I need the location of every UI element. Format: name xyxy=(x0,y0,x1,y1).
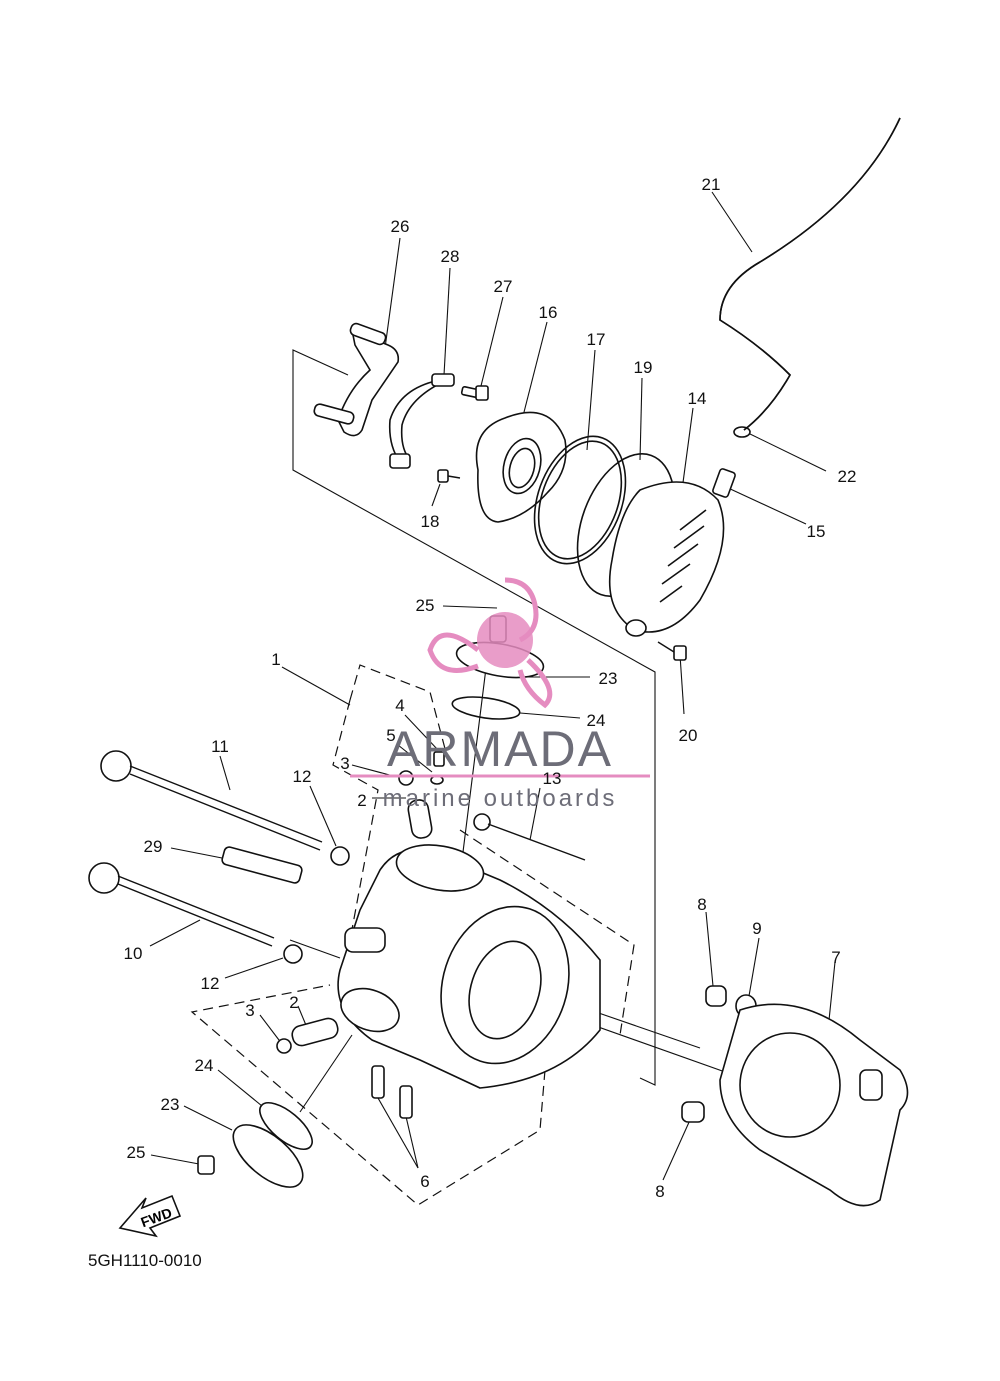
bracket-part-26 xyxy=(313,322,400,437)
bolt-part-10 xyxy=(88,862,275,947)
callout-14: 14 xyxy=(688,389,707,408)
callout-8-upper: 8 xyxy=(697,895,706,914)
callout-7: 7 xyxy=(831,948,840,967)
watermark-brand: ARMADA xyxy=(387,721,613,777)
callout-2-lower: 2 xyxy=(289,993,298,1012)
callout-12-lower: 12 xyxy=(201,974,220,993)
hose-part-21 xyxy=(719,117,901,431)
callout-29: 29 xyxy=(144,837,163,856)
cap-part-23-lower xyxy=(232,1124,304,1188)
callout-numbers: 26 28 27 16 17 19 14 21 22 15 18 25 23 2… xyxy=(124,175,857,1201)
callout-21: 21 xyxy=(702,175,721,194)
callout-8-lower: 8 xyxy=(655,1182,664,1201)
callout-22: 22 xyxy=(838,467,857,486)
callout-9: 9 xyxy=(752,919,761,938)
bolt-part-25-lower xyxy=(197,1155,215,1175)
watermark-tagline: marine outboards xyxy=(383,785,618,812)
callout-12-upper: 12 xyxy=(293,767,312,786)
callout-10: 10 xyxy=(124,944,143,963)
callout-25-upper: 25 xyxy=(416,596,435,615)
forward-arrow: FWD xyxy=(118,1194,182,1238)
plug-part-4 xyxy=(433,751,445,767)
bolt-part-11 xyxy=(100,750,323,851)
callout-28: 28 xyxy=(441,247,460,266)
callout-1: 1 xyxy=(271,650,280,669)
callout-20: 20 xyxy=(679,726,698,745)
callout-24-upper: 24 xyxy=(587,711,606,730)
o-ring-part-17 xyxy=(533,435,627,565)
dowel-part-8-upper xyxy=(705,985,727,1007)
plate-part-16 xyxy=(475,411,567,523)
callout-3-lower: 3 xyxy=(245,1001,254,1020)
callout-6: 6 xyxy=(420,1172,429,1191)
guide-part-2-upper xyxy=(407,799,433,839)
callout-11: 11 xyxy=(211,737,229,756)
callout-17: 17 xyxy=(587,330,606,349)
dowel-pins-part-6 xyxy=(371,1065,413,1119)
callout-23-lower: 23 xyxy=(161,1095,180,1114)
spark-plug-part-29 xyxy=(221,846,303,884)
washer-part-12-lower xyxy=(283,944,303,964)
callout-23-upper: 23 xyxy=(599,669,618,688)
head-gasket-part-7 xyxy=(719,1003,909,1207)
callout-24-lower: 24 xyxy=(195,1056,214,1075)
cover-part-14 xyxy=(608,481,725,637)
bolt-part-27 xyxy=(460,385,489,401)
drawing-code: 5GH1110-0010 xyxy=(88,1251,202,1270)
callout-15: 15 xyxy=(807,522,826,541)
gasket-part-24-upper xyxy=(451,696,521,720)
guide-part-2-lower xyxy=(291,1017,339,1047)
stud-part-13 xyxy=(473,813,586,861)
washer-part-12-upper xyxy=(330,846,350,866)
callout-19: 19 xyxy=(634,358,653,377)
bolt-part-18 xyxy=(437,469,461,483)
stay-part-28 xyxy=(388,373,455,469)
clip-part-22 xyxy=(733,426,751,438)
callout-16: 16 xyxy=(539,303,558,322)
callout-2-upper: 2 xyxy=(357,791,366,810)
callout-13: 13 xyxy=(543,769,562,788)
cylinder-head-assy-outline xyxy=(190,664,635,1206)
fitting-part-15 xyxy=(712,468,736,498)
armada-logo-icon xyxy=(427,577,553,709)
callout-5: 5 xyxy=(386,726,395,745)
armada-watermark: ARMADA marine outboards xyxy=(350,577,650,812)
callout-18: 18 xyxy=(421,512,440,531)
bolt-part-20 xyxy=(657,641,687,661)
seal-part-3-lower xyxy=(276,1038,292,1054)
dowel-part-8-lower xyxy=(681,1101,705,1123)
callout-25-lower: 25 xyxy=(127,1143,146,1162)
callout-27: 27 xyxy=(494,277,513,296)
cylinder-head-part-1 xyxy=(337,844,601,1089)
callout-3-upper: 3 xyxy=(340,754,349,773)
callout-26: 26 xyxy=(391,217,410,236)
callout-4: 4 xyxy=(395,696,404,715)
